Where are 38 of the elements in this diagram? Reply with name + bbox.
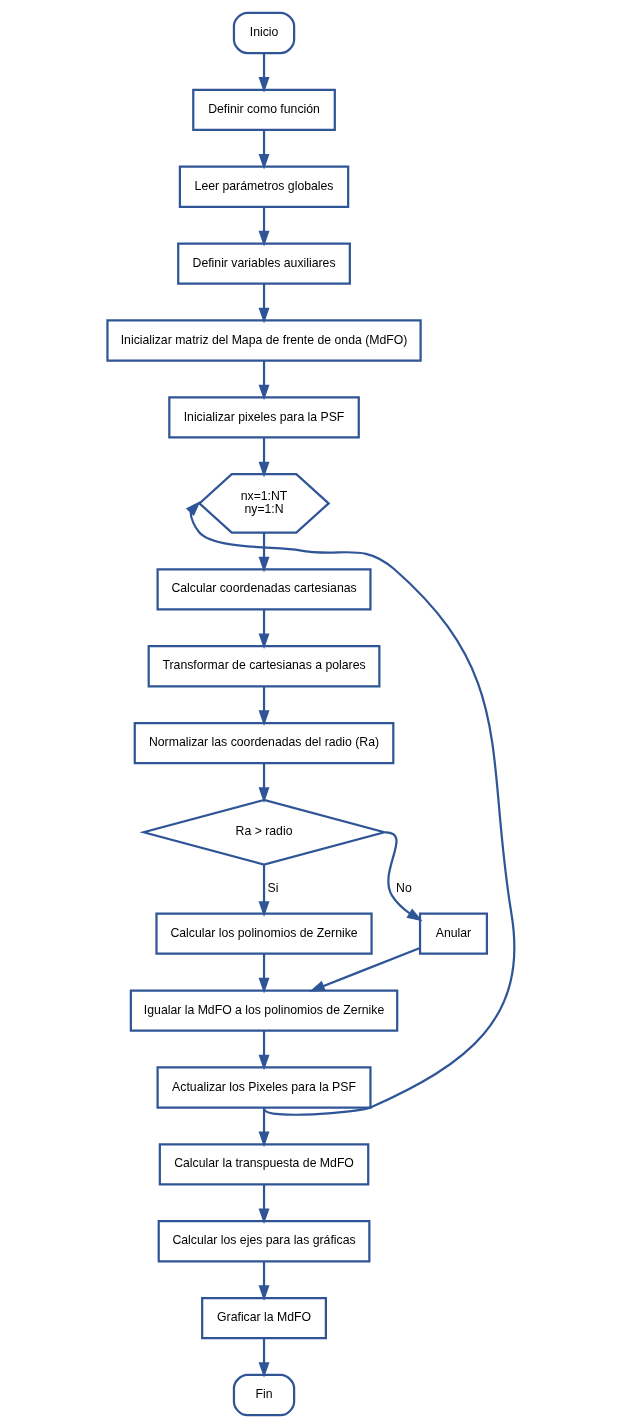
arrow <box>258 1184 269 1225</box>
node-box: Inicializar pixeles para la PSF <box>167 396 360 439</box>
node-box: Fin <box>232 1373 295 1417</box>
node-box: Inicializar matriz del Mapa de frente de onda (MdFO) <box>105 319 422 362</box>
node-box: Igualar la MdFO a los polinomios de Zernike <box>129 989 398 1032</box>
arrow <box>308 946 420 992</box>
arrow <box>258 1030 269 1071</box>
arrow <box>258 130 269 170</box>
arrow <box>258 686 269 726</box>
arrow <box>258 437 269 478</box>
node-box: Graficar la MdFO <box>200 1296 327 1340</box>
node-box: Definir como función <box>191 88 336 132</box>
arrow <box>258 609 269 650</box>
node-box: Calcular la transpuesta de MdFO <box>158 1143 369 1186</box>
node-box: Calcular los ejes para las gráficas <box>157 1220 370 1263</box>
node-box: Inicio <box>232 11 295 55</box>
node-box: Leer parámetros globales <box>178 165 349 208</box>
node-box: Normalizar las coordenadas del radio (Ra) <box>133 721 394 765</box>
node-box: Anular <box>418 912 488 955</box>
arrow <box>258 763 269 803</box>
arrow <box>258 207 269 247</box>
arrow <box>258 53 269 93</box>
node-box: Transformar de cartesianas a polares <box>147 645 380 688</box>
arrow <box>258 1261 269 1301</box>
arrow <box>258 284 269 324</box>
node-box: Calcular coordenadas cartesianas <box>156 568 372 611</box>
edge-label: No <box>395 881 412 896</box>
arrow <box>258 1107 269 1148</box>
node-box: Actualizar los Pixeles para la PSF <box>156 1066 372 1109</box>
arrow <box>258 864 269 917</box>
node-box: Definir variables auxiliares <box>176 242 351 285</box>
arrow <box>258 532 269 573</box>
node-box: Calcular los polinomios de Zernike <box>154 912 373 955</box>
arrow <box>185 500 515 1116</box>
arrow <box>258 1338 269 1378</box>
arrow <box>258 954 269 994</box>
arrow <box>258 360 269 401</box>
edge-label: Si <box>266 881 278 896</box>
